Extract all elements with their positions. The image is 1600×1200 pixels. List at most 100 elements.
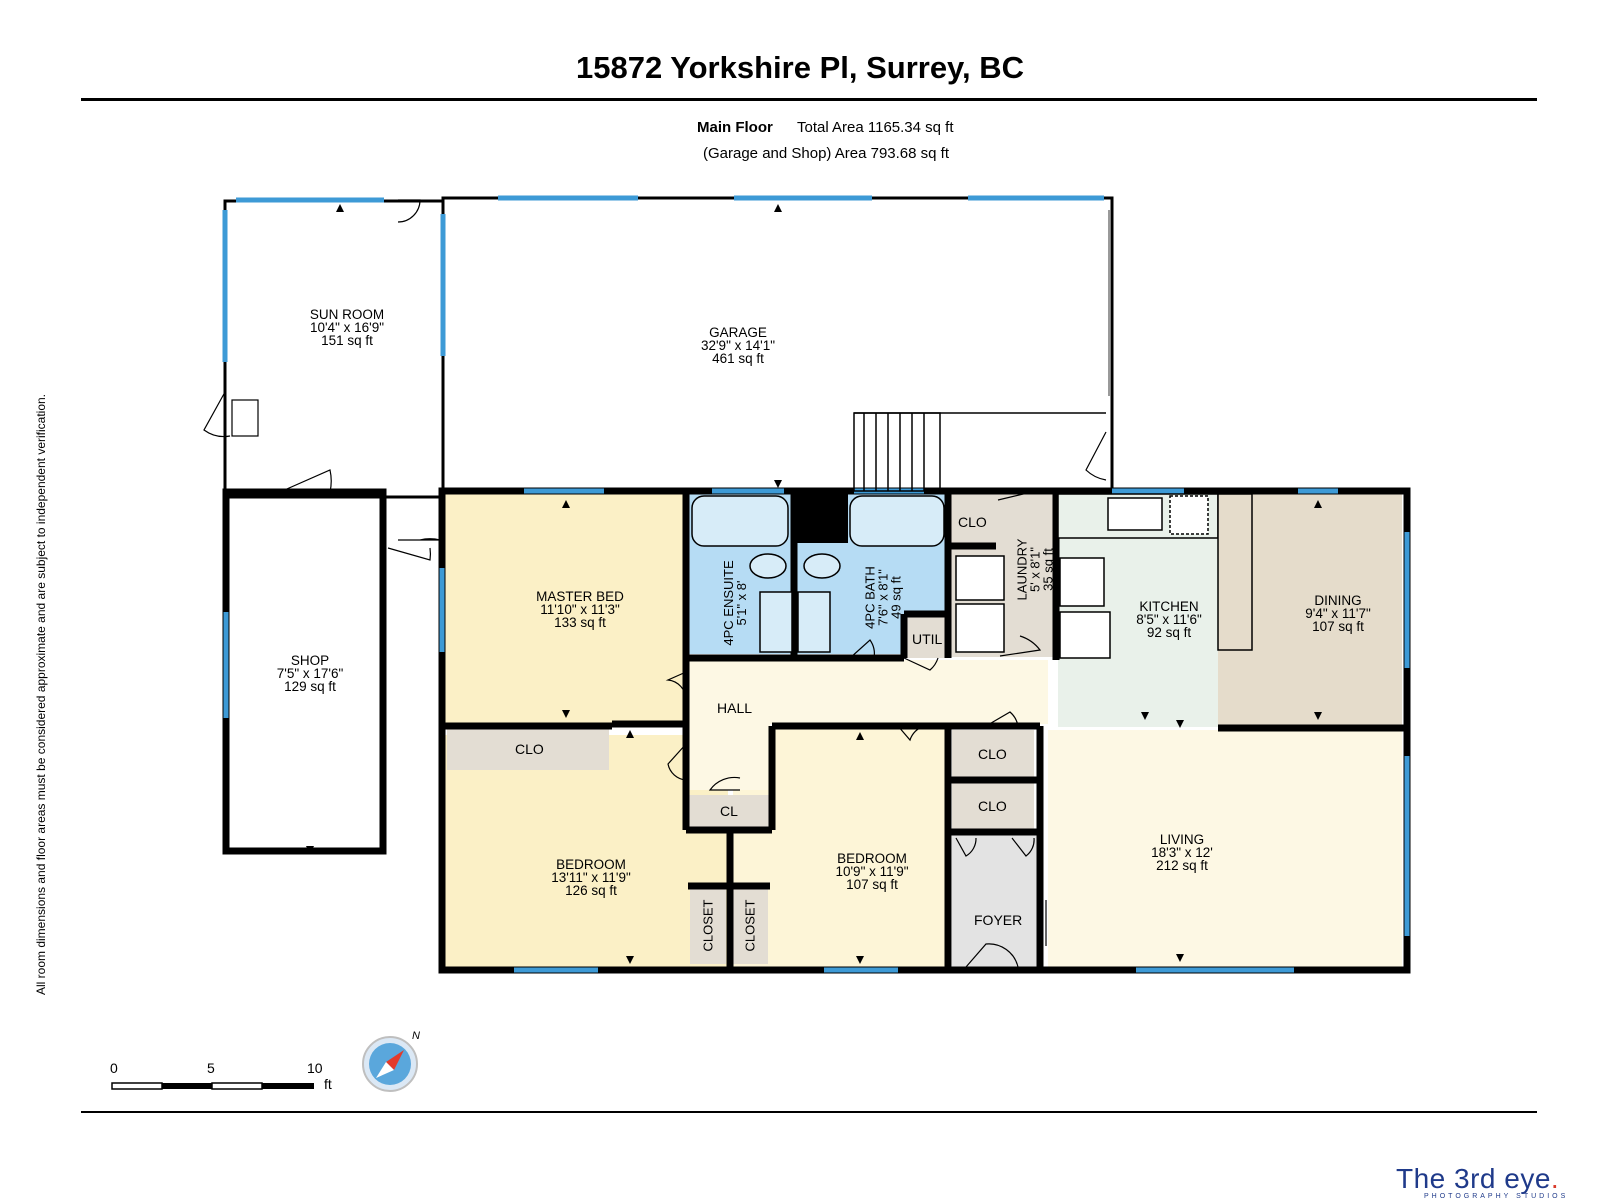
label-hall: HALL bbox=[717, 700, 753, 716]
masterbed-fill bbox=[442, 494, 686, 724]
room-area: 461 sq ft bbox=[712, 351, 764, 366]
scale-tick-0: 0 bbox=[110, 1060, 118, 1076]
scale-unit: ft bbox=[324, 1076, 332, 1092]
room-bedroom2: BEDROOM 10'9" x 11'9" 107 sq ft bbox=[807, 851, 937, 892]
room-ensuite: 4PC ENSUITE 5'1" x 8' bbox=[721, 548, 749, 658]
logo-dot: . bbox=[1550, 1163, 1560, 1194]
room-dims: 13'11" x 11'9" bbox=[551, 870, 631, 885]
room-name: DINING bbox=[1314, 593, 1362, 608]
closet1-fill bbox=[690, 888, 726, 964]
label-foyer: FOYER bbox=[974, 912, 1023, 928]
room-area: 212 sq ft bbox=[1156, 858, 1208, 873]
foyer-fill bbox=[952, 832, 1042, 967]
bath-tub bbox=[849, 495, 945, 547]
room-dims: 7'5" x 17'6" bbox=[276, 666, 344, 681]
util-fill bbox=[904, 616, 948, 658]
bath-toilet bbox=[803, 553, 841, 579]
label-clo-laundry: CLO bbox=[958, 514, 987, 530]
room-area: 35 sq ft bbox=[1040, 548, 1056, 591]
room-area: 92 sq ft bbox=[1146, 625, 1192, 640]
room-dims: 11'10" x 11'3" bbox=[540, 602, 620, 617]
bedroom1-fill bbox=[442, 735, 728, 967]
bath-fixtures bbox=[691, 495, 945, 653]
room-name: MASTER BED bbox=[536, 589, 624, 604]
room-dims: 5'1" x 8' bbox=[734, 580, 749, 626]
label-clo-master: CLO bbox=[515, 741, 544, 757]
windows bbox=[222, 195, 1410, 973]
logo: The 3rd eye. bbox=[1396, 1163, 1559, 1195]
total-area: Total Area 1165.34 sq ft bbox=[797, 119, 954, 136]
room-garage: GARAGE 32'9" x 14'1" 461 sq ft bbox=[673, 325, 803, 366]
label-closet2: CLOSET bbox=[742, 899, 758, 952]
room-dims: 32'9" x 14'1" bbox=[700, 338, 776, 353]
room-area: 129 sq ft bbox=[284, 679, 336, 694]
fridge bbox=[1059, 611, 1111, 659]
dishwasher bbox=[1169, 495, 1209, 535]
room-fills bbox=[442, 491, 1402, 967]
room-dims: 8'5" x 11'6" bbox=[1136, 612, 1202, 627]
label-util: UTIL bbox=[912, 631, 943, 647]
room-name: BEDROOM bbox=[837, 851, 907, 866]
laundry-fixtures bbox=[955, 555, 1005, 653]
bath-sink bbox=[797, 591, 831, 653]
ensuite-toilet bbox=[749, 553, 787, 579]
kitchen-sink bbox=[1107, 497, 1163, 531]
scale-bar bbox=[111, 1082, 314, 1090]
ensuite-tub bbox=[691, 495, 789, 547]
room-dims: 10'9" x 11'9" bbox=[835, 864, 909, 879]
stairs bbox=[853, 412, 1106, 492]
clo-laundry-fill bbox=[953, 494, 993, 544]
room-dining: DINING 9'4" x 11'7" 107 sq ft bbox=[1278, 593, 1398, 634]
label-cl: CL bbox=[720, 803, 738, 819]
room-name: SUN ROOM bbox=[309, 307, 385, 322]
ensuite-sink bbox=[759, 591, 793, 653]
logo-text: The 3rd eye bbox=[1396, 1163, 1551, 1194]
clo-master-fill bbox=[447, 726, 609, 770]
room-name: KITCHEN bbox=[1139, 599, 1199, 614]
scale-tick-10: 10 bbox=[307, 1060, 323, 1076]
floor-name: Main Floor bbox=[697, 119, 773, 136]
door-swings bbox=[203, 199, 1107, 968]
hall-fill-2 bbox=[688, 724, 770, 790]
room-area: 107 sq ft bbox=[1312, 619, 1364, 634]
floor-label: Main Floor bbox=[697, 119, 773, 136]
compass-label: N bbox=[412, 1030, 420, 1042]
island bbox=[1217, 493, 1253, 651]
room-dims: 18'3" x 12' bbox=[1151, 845, 1213, 860]
garage-area: (Garage and Shop) Area 793.68 sq ft bbox=[703, 145, 949, 162]
room-area: 107 sq ft bbox=[846, 877, 898, 892]
chimney-block bbox=[792, 491, 848, 543]
label-clo-hall2: CLO bbox=[978, 798, 1007, 814]
hall-fill bbox=[688, 660, 1048, 724]
dryer bbox=[955, 603, 1005, 653]
kitchen-fixtures bbox=[1057, 493, 1253, 659]
room-name: SHOP bbox=[290, 653, 330, 668]
room-area: 133 sq ft bbox=[554, 615, 606, 630]
label-closet1: CLOSET bbox=[700, 899, 716, 952]
room-bath: 4PC BATH 7'6" x 8'1" 49 sq ft bbox=[863, 543, 904, 653]
room-dims: 9'4" x 11'7" bbox=[1305, 606, 1371, 621]
scale-tick-5: 5 bbox=[207, 1060, 215, 1076]
dimension-arrows bbox=[306, 204, 1322, 964]
cl-fill bbox=[688, 795, 770, 827]
room-area: 126 sq ft bbox=[565, 883, 617, 898]
clo-hall1-fill bbox=[952, 730, 1034, 778]
logo-subtitle: PHOTOGRAPHY STUDIOS bbox=[1424, 1193, 1569, 1200]
compass-icon bbox=[362, 1036, 418, 1092]
room-dims: 10'4" x 16'9" bbox=[309, 320, 385, 335]
room-laundry: LAUNDRY 5' x 8'1" 35 sq ft bbox=[1015, 515, 1056, 625]
sunroom-walls bbox=[223, 199, 445, 499]
living-fill bbox=[1048, 730, 1402, 967]
room-shop: SHOP 7'5" x 17'6" 129 sq ft bbox=[250, 653, 370, 694]
page-title: 15872 Yorkshire Pl, Surrey, BC bbox=[575, 50, 1025, 85]
label-clo-hall1: CLO bbox=[978, 746, 1007, 762]
room-name: BEDROOM bbox=[556, 857, 626, 872]
room-name: GARAGE bbox=[709, 325, 767, 340]
room-kitchen: KITCHEN 8'5" x 11'6" 92 sq ft bbox=[1109, 599, 1229, 640]
room-masterbed: MASTER BED 11'10" x 11'3" 133 sq ft bbox=[515, 589, 645, 630]
top-divider bbox=[81, 98, 1537, 101]
room-area: 151 sq ft bbox=[321, 333, 373, 348]
bottom-divider bbox=[81, 1111, 1537, 1113]
room-name: LIVING bbox=[1159, 832, 1205, 847]
